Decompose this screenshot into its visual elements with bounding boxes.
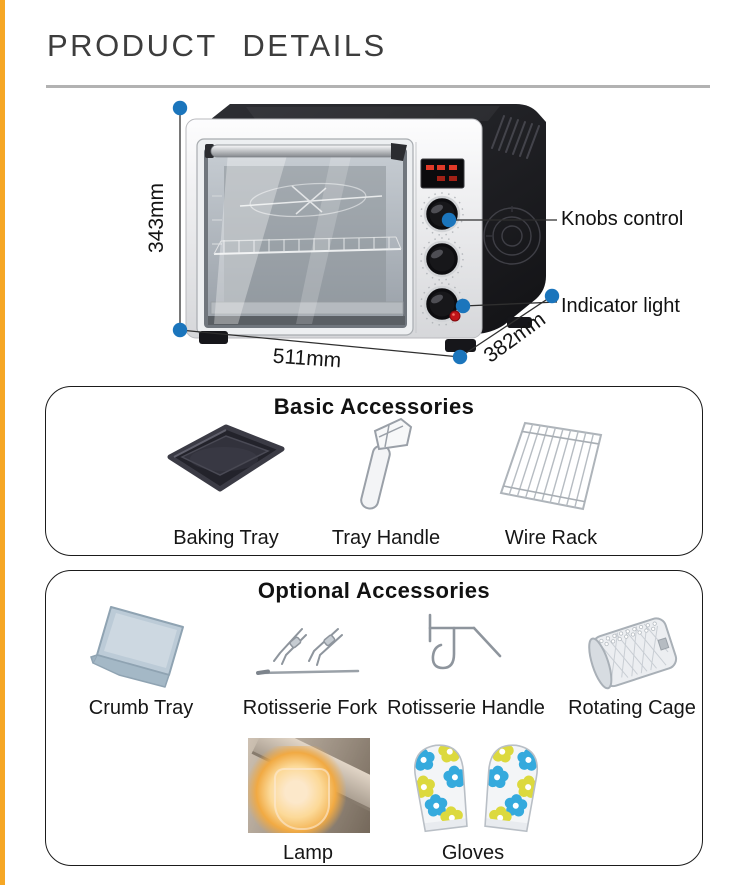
rotisserie-spit	[249, 182, 367, 218]
wire-rack-inside	[213, 236, 402, 255]
wire-rack-image	[495, 417, 607, 522]
accessory-label: Tray Handle	[331, 527, 441, 549]
optional-accessories-title: Optional Accessories	[257, 578, 491, 603]
accessory-label: Gloves	[441, 842, 505, 864]
accessory-label: Rotating Cage	[568, 697, 696, 719]
accessory-label: Wire Rack	[504, 527, 598, 549]
knob-top	[420, 192, 464, 236]
accessory-label: Rotisserie Fork	[242, 697, 378, 719]
rotisserie-fork-image	[252, 615, 368, 692]
dimension-endpoint-dots	[172, 100, 560, 365]
rotisserie-handle-image	[416, 603, 516, 700]
baking-tray-image	[160, 419, 292, 512]
digital-display	[420, 158, 465, 189]
oven-door	[196, 138, 414, 336]
oven-illustration	[172, 100, 560, 365]
accessory-label: Rotisserie Handle	[387, 697, 545, 719]
indicator-light	[449, 310, 461, 322]
left-accent-bar	[0, 0, 5, 885]
accessory-label: Crumb Tray	[88, 697, 194, 719]
gloves-image	[404, 739, 548, 838]
height-dimension-label: 343mm	[145, 182, 168, 254]
indicator-callout-label: Indicator light	[561, 295, 680, 317]
tray-handle-image	[345, 411, 427, 520]
width-dimension-line	[179, 329, 461, 358]
lamp-tint	[248, 738, 370, 833]
crumb-tray-image	[89, 601, 193, 702]
basic-accessories-title: Basic Accessories	[273, 394, 475, 419]
lamp-image	[248, 738, 370, 833]
dimension-lines	[179, 108, 558, 358]
knobs-callout-label: Knobs control	[561, 208, 684, 230]
door-handle	[205, 143, 407, 161]
product-hero: 343mm 511mm 382mm Knobs control Indicato…	[0, 0, 750, 385]
lamp-bulb	[274, 768, 330, 830]
rotating-cage-image	[580, 601, 684, 704]
page-title: PRODUCT DETAILS	[47, 28, 387, 63]
accessory-label: Baking Tray	[173, 527, 279, 549]
accessory-label: Lamp	[282, 842, 334, 864]
depth-dimension-line	[459, 295, 553, 358]
knob-middle	[420, 237, 464, 281]
title-underline	[46, 85, 710, 88]
side-vent-slits	[491, 115, 540, 159]
side-fan-vent	[483, 206, 541, 265]
oven-cavity	[208, 152, 405, 325]
optional-accessories-panel: Optional Accessories	[45, 570, 703, 866]
control-panel	[415, 142, 465, 333]
control-knobs	[420, 192, 464, 326]
basic-accessories-panel: Basic Accessories	[45, 386, 703, 556]
indicator-callout-line	[462, 301, 558, 307]
